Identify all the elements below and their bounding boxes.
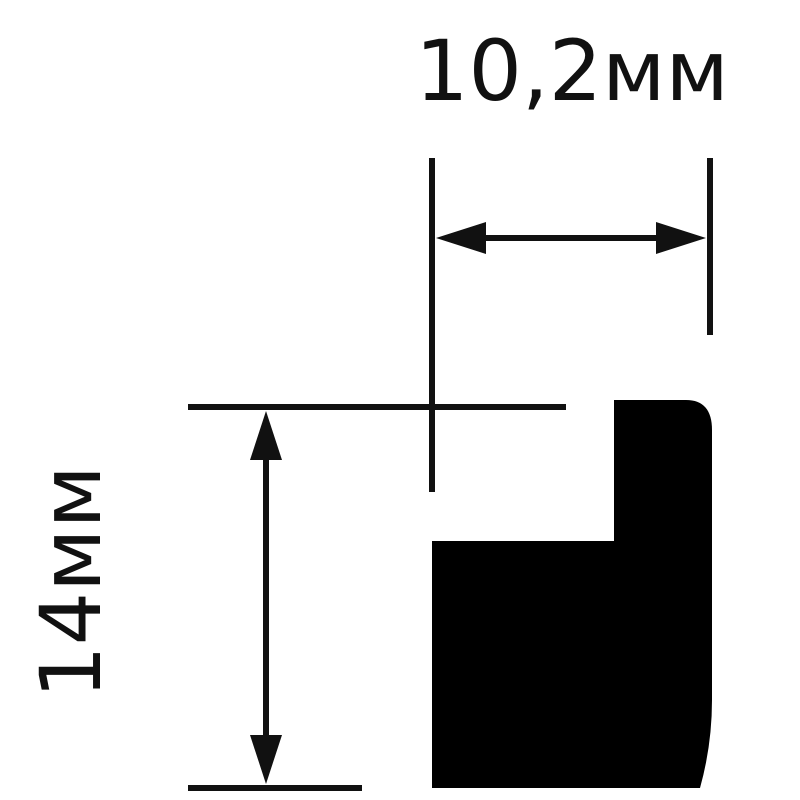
frame-profile-shape [432,400,712,788]
height-label: 14мм [22,465,120,699]
height-arrow-bottom [250,735,282,784]
width-arrow-left [436,222,486,254]
height-arrow-top [250,411,282,460]
width-dimension [429,158,713,492]
height-dimension [188,404,566,791]
width-label: 10,2мм [415,22,729,120]
width-arrow-right [656,222,706,254]
